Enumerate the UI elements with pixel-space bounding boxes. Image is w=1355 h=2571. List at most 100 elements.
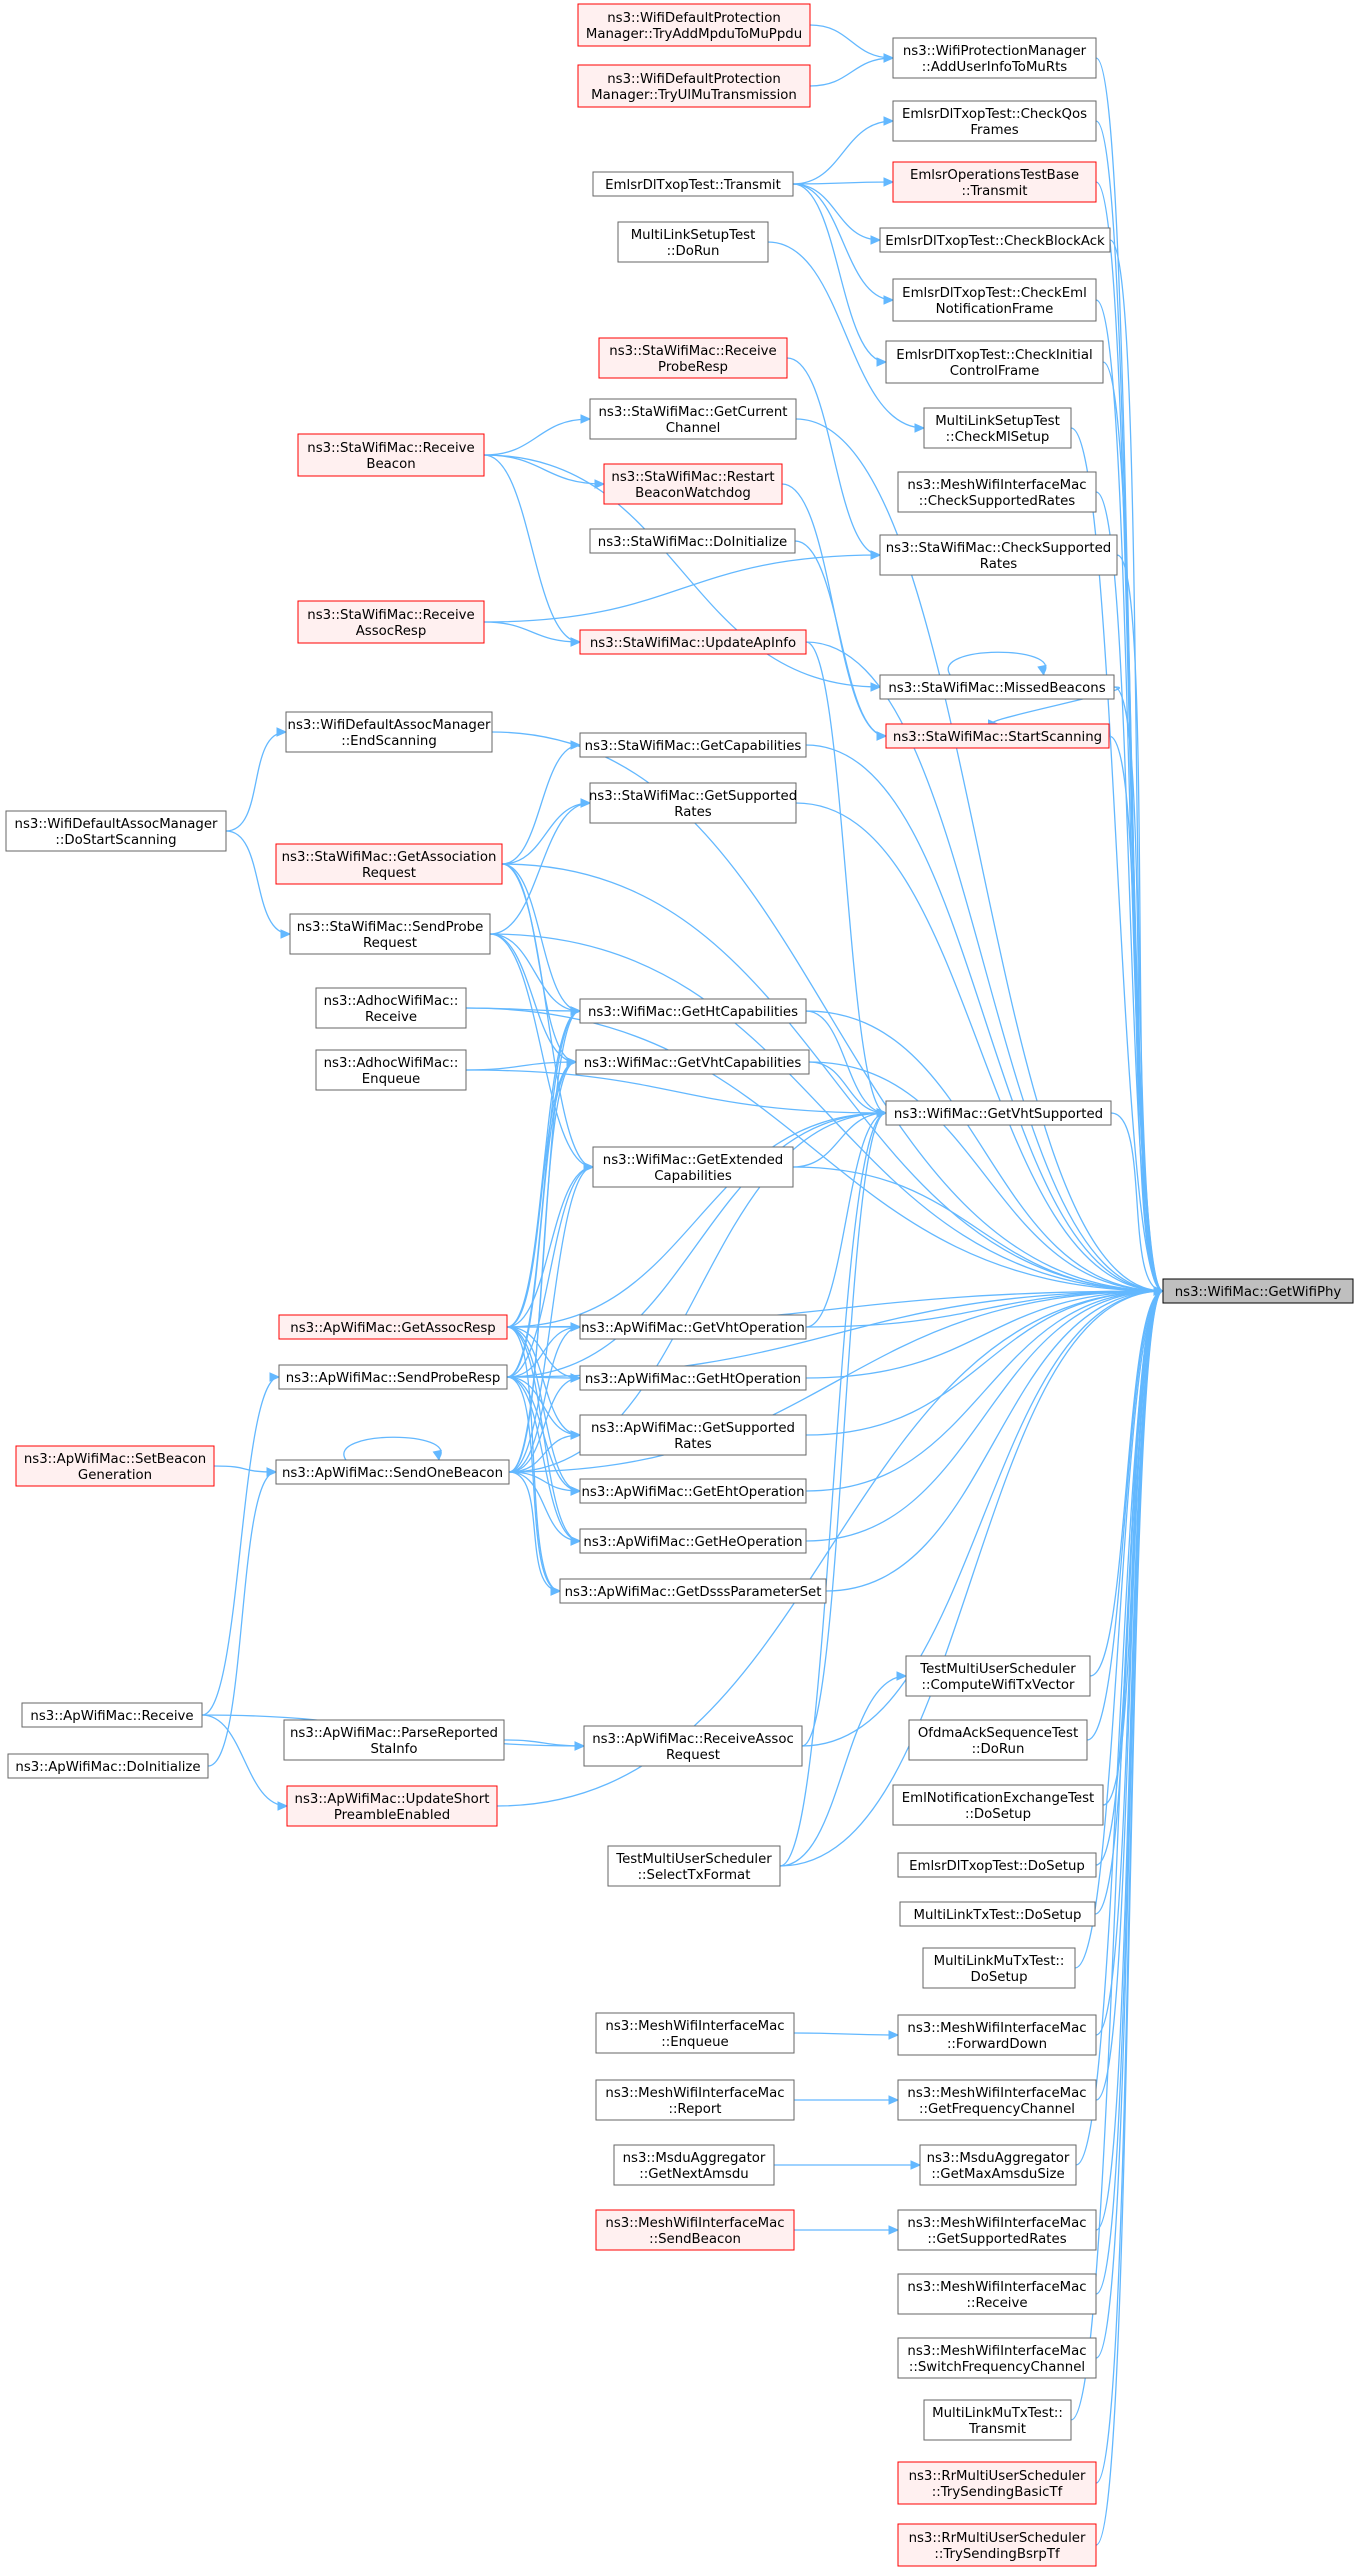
node-check-eml[interactable]: EmlsrDlTxopTest::CheckEmlNotificationFra… <box>892 278 1097 322</box>
edge-arrowhead <box>570 1430 582 1440</box>
edge-getAssocResp-to-getExtCap <box>506 1162 595 1328</box>
node-label-line: ns3::ApWifiMac::UpdateShort <box>295 1792 490 1807</box>
node-label-line: EmlsrDlTxopTest::CheckBlockAck <box>885 234 1105 249</box>
edge-sendOneBeacon-to-sendOneBeacon <box>343 1436 442 1462</box>
node-sta-get-rates[interactable]: ns3::StaWifiMac::GetSupportedRates <box>589 782 797 824</box>
node-dl-do-setup[interactable]: EmlsrDlTxopTest::DoSetup <box>897 1852 1097 1878</box>
node-adhoc-recv[interactable]: ns3::AdhocWifiMac::Receive <box>315 987 467 1029</box>
node-rr-bsrp[interactable]: ns3::RrMultiUserScheduler::TrySendingBsr… <box>897 2523 1097 2567</box>
node-end-scanning[interactable]: ns3::WifiDefaultAssocManager::EndScannin… <box>285 711 493 753</box>
node-root[interactable]: ns3::WifiMac::GetWifiPhy <box>1162 1278 1354 1304</box>
node-label-line: Request <box>363 936 417 951</box>
node-box <box>603 463 783 505</box>
node-label-line: ::TrySendingBasicTf <box>932 2485 1063 2500</box>
node-label-line: ::TrySendingBsrpTf <box>934 2547 1060 2562</box>
node-get-ht-cap[interactable]: ns3::WifiMac::GetHtCapabilities <box>579 998 807 1024</box>
node-get-vht-cap[interactable]: ns3::WifiMac::GetVhtCapabilities <box>575 1049 810 1075</box>
edge-getVhtSupp-to-root <box>1110 1112 1165 1296</box>
node-send-probe-resp[interactable]: ns3::ApWifiMac::SendProbeResp <box>278 1364 508 1390</box>
node-label-line: AssocResp <box>356 624 427 639</box>
node-rr-basic[interactable]: ns3::RrMultiUserScheduler::TrySendingBas… <box>897 2461 1097 2505</box>
node-get-vht-op[interactable]: ns3::ApWifiMac::GetVhtOperation <box>579 1314 807 1340</box>
node-get-vht-supp[interactable]: ns3::WifiMac::GetVhtSupported <box>885 1100 1112 1126</box>
node-ml-mu-transmit[interactable]: MultiLinkMuTxTest::Transmit <box>923 2399 1072 2441</box>
node-check-initial[interactable]: EmlsrDlTxopTest::CheckInitialControlFram… <box>885 340 1104 384</box>
node-label-line: ::EndScanning <box>341 734 437 749</box>
node-label-line: ::Receive <box>966 2296 1027 2311</box>
node-get-assoc-resp[interactable]: ns3::ApWifiMac::GetAssocResp <box>278 1314 508 1340</box>
node-label-line: ns3::MeshWifiInterfaceMac <box>605 2086 784 2101</box>
node-get-ht-op[interactable]: ns3::ApWifiMac::GetHtOperation <box>579 1365 807 1391</box>
node-start-scanning[interactable]: ns3::StaWifiMac::StartScanning <box>885 723 1110 749</box>
node-ap-recv[interactable]: ns3::ApWifiMac::Receive <box>21 1702 203 1728</box>
node-mls-do-run[interactable]: MultiLinkSetupTest::DoRun <box>617 221 769 263</box>
node-missed-beacons[interactable]: ns3::StaWifiMac::MissedBeacons <box>879 674 1115 700</box>
node-mesh-check-rates[interactable]: ns3::MeshWifiInterfaceMac::CheckSupporte… <box>897 471 1097 513</box>
edge-sendProbeResp-to-getExtCap <box>506 1162 595 1378</box>
node-box <box>885 1100 1112 1126</box>
node-try-ul-mu[interactable]: ns3::WifiDefaultProtectionManager::TryUl… <box>577 64 811 108</box>
node-ml-tx-setup[interactable]: MultiLinkTxTest::DoSetup <box>899 1901 1096 1927</box>
node-do-start-scanning[interactable]: ns3::WifiDefaultAssocManager::DoStartSca… <box>5 810 227 852</box>
node-label-line: ns3::StaWifiMac::UpdateApInfo <box>590 636 796 651</box>
node-mesh-fwd[interactable]: ns3::MeshWifiInterfaceMac::ForwardDown <box>897 2014 1097 2056</box>
node-send-one-beacon[interactable]: ns3::ApWifiMac::SendOneBeacon <box>275 1459 510 1485</box>
node-label-line: ::GetNextAmsdu <box>639 2167 748 2182</box>
node-msdu-max[interactable]: ns3::MsduAggregator::GetMaxAmsduSize <box>919 2144 1077 2186</box>
node-check-block-ack[interactable]: EmlsrDlTxopTest::CheckBlockAck <box>879 227 1111 253</box>
node-update-ap-info[interactable]: ns3::StaWifiMac::UpdateApInfo <box>579 629 807 655</box>
edge-recvBeacon-to-restartBeacon <box>483 454 606 489</box>
node-label-line: Rates <box>674 1437 711 1452</box>
node-ml-mu-tx-setup[interactable]: MultiLinkMuTxTest::DoSetup <box>922 1947 1076 1989</box>
node-get-he-op[interactable]: ns3::ApWifiMac::GetHeOperation <box>579 1528 807 1554</box>
node-try-add-mpdu[interactable]: ns3::WifiDefaultProtectionManager::TryAd… <box>577 3 811 47</box>
node-get-eht-op[interactable]: ns3::ApWifiMac::GetEhtOperation <box>579 1478 807 1504</box>
edge-arrowhead <box>896 1671 908 1681</box>
node-msdu-next[interactable]: ns3::MsduAggregator::GetNextAmsdu <box>613 2144 775 2186</box>
node-box <box>285 711 493 753</box>
node-dl-transmit[interactable]: EmlsrDlTxopTest::Transmit <box>592 171 794 197</box>
node-get-dsss[interactable]: ns3::ApWifiMac::GetDsssParameterSet <box>559 1578 827 1604</box>
edge-arrowhead <box>870 682 882 692</box>
node-mesh-get-rates[interactable]: ns3::MeshWifiInterfaceMac::GetSupportedR… <box>897 2209 1097 2251</box>
node-box <box>897 1852 1097 1878</box>
node-sta-check-rates[interactable]: ns3::StaWifiMac::CheckSupportedRates <box>879 534 1118 576</box>
node-mesh-send-beacon[interactable]: ns3::MeshWifiInterfaceMac::SendBeacon <box>595 2209 795 2251</box>
node-mesh-freq[interactable]: ns3::MeshWifiInterfaceMac::GetFrequencyC… <box>897 2079 1097 2121</box>
node-box <box>589 528 796 554</box>
node-sta-do-init[interactable]: ns3::StaWifiMac::DoInitialize <box>589 528 796 554</box>
node-box <box>919 2144 1077 2186</box>
node-check-ml-setup[interactable]: MultiLinkSetupTest::CheckMlSetup <box>923 407 1072 449</box>
node-box <box>899 1901 1096 1927</box>
node-mesh-report[interactable]: ns3::MeshWifiInterfaceMac::Report <box>595 2079 795 2121</box>
node-label-line: ns3::RrMultiUserScheduler <box>909 2531 1086 2546</box>
node-add-user-info[interactable]: ns3::WifiProtectionManager::AddUserInfoT… <box>892 37 1097 79</box>
node-ofdma-do-run[interactable]: OfdmaAckSequenceTest::DoRun <box>908 1719 1088 1761</box>
node-label-line: ns3::StaWifiMac::GetCapabilities <box>585 739 802 754</box>
node-compute-tx[interactable]: TestMultiUserScheduler::ComputeWifiTxVec… <box>905 1655 1091 1697</box>
node-update-short[interactable]: ns3::ApWifiMac::UpdateShortPreambleEnabl… <box>286 1785 498 1827</box>
node-get-capabilities[interactable]: ns3::StaWifiMac::GetCapabilities <box>579 732 807 758</box>
node-adhoc-enq[interactable]: ns3::AdhocWifiMac::Enqueue <box>315 1049 467 1091</box>
node-mesh-enq[interactable]: ns3::MeshWifiInterfaceMac::Enqueue <box>595 2012 795 2054</box>
node-eml-notif[interactable]: EmlNotificationExchangeTest::DoSetup <box>892 1784 1104 1826</box>
node-ap-do-init[interactable]: ns3::ApWifiMac::DoInitialize <box>7 1753 209 1779</box>
node-mesh-recv[interactable]: ns3::MeshWifiInterfaceMac::Receive <box>897 2273 1097 2315</box>
node-ops-transmit[interactable]: EmlsrOperationsTestBase::Transmit <box>892 161 1097 203</box>
node-select-tx[interactable]: TestMultiUserScheduler::SelectTxFormat <box>607 1845 781 1887</box>
node-ap-get-rates[interactable]: ns3::ApWifiMac::GetSupportedRates <box>579 1414 807 1456</box>
node-label-line: ::ForwardDown <box>947 2037 1047 2052</box>
node-mesh-switch[interactable]: ns3::MeshWifiInterfaceMac::SwitchFrequen… <box>897 2337 1097 2379</box>
